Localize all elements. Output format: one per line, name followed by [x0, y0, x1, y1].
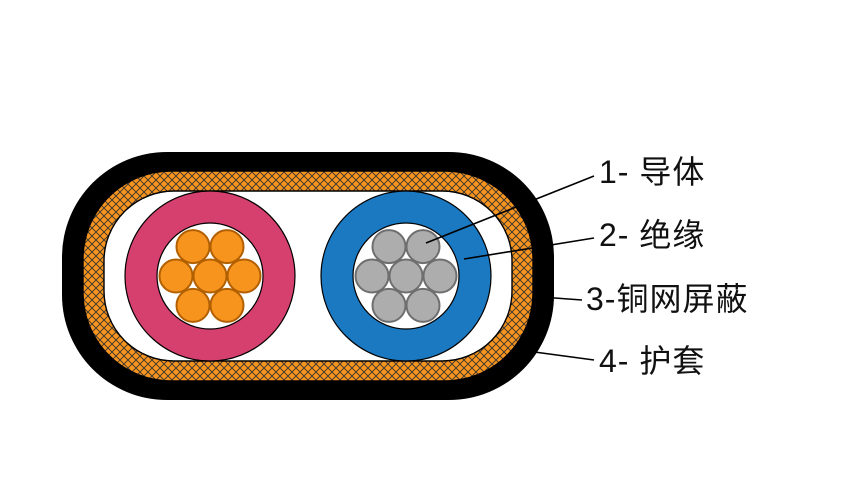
label-sheath: 4- 护套 [599, 343, 705, 379]
strand [354, 258, 390, 294]
strand [175, 287, 211, 323]
core-right [320, 190, 492, 362]
strand [371, 229, 407, 265]
leader-line-1 [425, 175, 595, 244]
leader-line-4 [526, 350, 595, 361]
strand [405, 287, 441, 323]
strand [422, 258, 458, 294]
strand [405, 229, 441, 265]
strand [192, 258, 228, 294]
strand [158, 258, 194, 294]
strand [371, 287, 407, 323]
strand [388, 258, 424, 294]
conductor-strands-left [158, 229, 262, 323]
strand [209, 229, 245, 265]
strand [226, 258, 262, 294]
strand [175, 229, 211, 265]
leader-line-3 [540, 296, 583, 301]
conductor-strands-right [354, 229, 458, 323]
core-left [124, 190, 296, 362]
label-insulation: 2- 绝缘 [599, 217, 705, 253]
strand [209, 287, 245, 323]
leader-line-2 [463, 237, 595, 260]
label-conductor: 1- 导体 [599, 154, 705, 190]
label-shield: 3-铜网屏蔽 [586, 281, 748, 317]
